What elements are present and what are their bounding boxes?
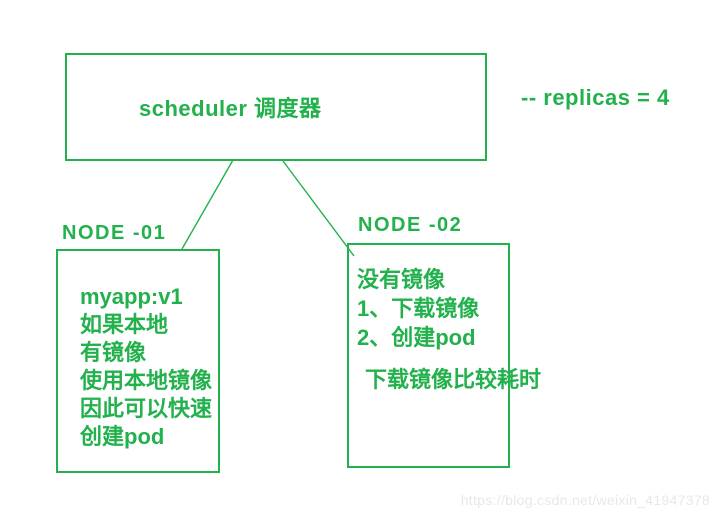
connector-scheduler-to-node02 bbox=[282, 160, 355, 257]
node01-line-fast: 因此可以快速 bbox=[80, 396, 213, 421]
node01-title: NODE -01 bbox=[62, 222, 167, 244]
connector-scheduler-to-node01 bbox=[181, 159, 234, 250]
replicas-note: -- replicas = 4 bbox=[521, 85, 670, 110]
node02-line-download-image: 1、下载镜像 bbox=[357, 296, 480, 321]
node02-note-download-slow: 下载镜像比较耗时 bbox=[365, 367, 542, 392]
node01-box: myapp:v1 如果本地 有镜像 使用本地镜像 因此可以快速 创建pod bbox=[56, 249, 220, 473]
node01-line-has-image: 有镜像 bbox=[80, 340, 147, 365]
scheduler-box: scheduler 调度器 bbox=[65, 53, 487, 161]
node02-line-create-pod: 2、创建pod bbox=[357, 325, 476, 350]
node01-line-create-pod: 创建pod bbox=[80, 424, 165, 449]
scheduler-label: scheduler 调度器 bbox=[139, 96, 322, 121]
node02-line-no-image: 没有镜像 bbox=[357, 267, 446, 292]
node01-line-if-local: 如果本地 bbox=[80, 312, 169, 337]
node01-line-use-local-image: 使用本地镜像 bbox=[80, 368, 213, 393]
node01-line-myapp: myapp:v1 bbox=[80, 284, 183, 309]
node02-title: NODE -02 bbox=[358, 214, 463, 236]
node02-box: 没有镜像 1、下载镜像 2、创建pod 下载镜像比较耗时 bbox=[347, 243, 542, 468]
watermark-url: https://blog.csdn.net/weixin_41947378 bbox=[460, 492, 710, 508]
